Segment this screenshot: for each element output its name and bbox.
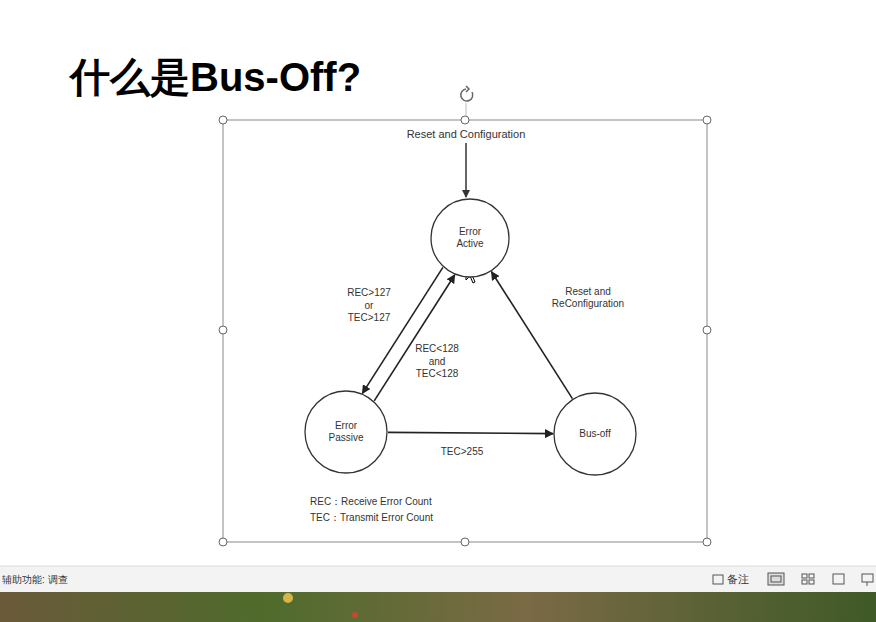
- view-icons: [713, 573, 873, 586]
- transition-condition: Reset and ReConfiguration: [542, 286, 634, 311]
- state-text: Error Passive: [321, 420, 371, 445]
- entry-label: Reset and Configuration: [407, 128, 526, 140]
- entry-arrow: [465, 143, 467, 197]
- transition-condition: REC<128 and TEC<128: [412, 343, 462, 381]
- status-text: 辅助功能: 调查: [2, 573, 68, 587]
- legend-note: REC：Receive Error Count: [310, 495, 432, 509]
- selection-frame: [223, 120, 707, 542]
- state-name: Bus-off: [570, 428, 620, 441]
- selection-handles: [219, 116, 711, 546]
- notes-button: 备注: [727, 572, 749, 587]
- state-circle: Bus-off: [553, 392, 637, 476]
- state-text: Error Active: [445, 226, 495, 251]
- slide-title: 什么是Bus-Off?: [70, 50, 361, 105]
- transition-condition: REC>127 or TEC>127: [344, 287, 394, 325]
- transition-arrow: [388, 432, 553, 433]
- state-circle: Error Passive: [304, 390, 388, 474]
- status-bar: [0, 566, 876, 592]
- legend-note: TEC：Transmit Error Count: [310, 511, 433, 525]
- state-name: Error Active: [445, 226, 495, 251]
- background-photo: [0, 592, 876, 622]
- transition-condition: TEC>255: [421, 446, 503, 459]
- state-circle: Error Active: [430, 198, 510, 278]
- state-name: Error Passive: [321, 420, 371, 445]
- state-text: Bus-off: [570, 428, 620, 441]
- rotate-handle: [461, 86, 473, 116]
